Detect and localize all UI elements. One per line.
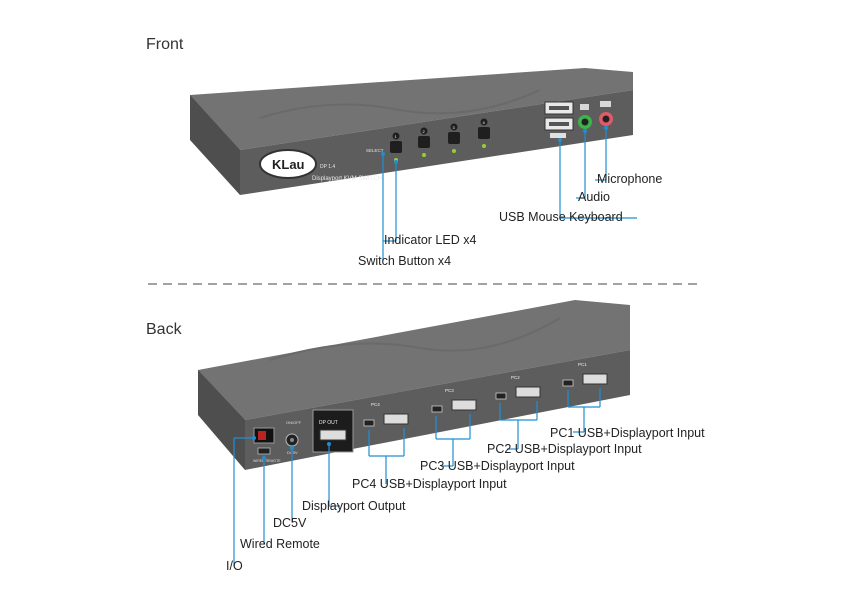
pc4-tag: PC4 [371,402,380,407]
pc3-tag: PC3 [445,388,454,393]
select-label: SELECT [366,148,384,153]
dp-out-port[interactable] [319,429,347,441]
power-switch-rocker [258,431,266,440]
pc4-port-group: PC4 [363,402,409,427]
switch-button-2[interactable]: 2 [418,127,430,158]
switch-button-4[interactable]: 4 [478,118,490,149]
brand-text: KLau [272,157,305,172]
wired-remote-label: WIRED REMOTE [253,459,281,463]
back-section-title: Back [146,321,182,338]
switch-button-text: Switch Button [358,254,435,268]
switch-button-3[interactable]: 3 [448,123,460,154]
back-device-left-side [198,370,245,470]
on-off-label: ON/OFF [286,420,302,425]
audio-jack[interactable] [578,104,592,129]
front-device-left-side [190,95,240,195]
front-device-top [190,68,633,150]
indicator-led-callout: Indicator LED x4 [384,233,476,247]
back-device-top [198,300,630,420]
pc3-callout: PC3 USB+Displayport Input [420,459,575,473]
switch-number-2: 2 [423,129,426,134]
switch-number-1: 1 [395,134,398,139]
device-small-label: DP 1.4 [320,164,335,170]
back-callout-lines [233,388,601,566]
pc1-callout: PC1 USB+Displayport Input [550,426,705,440]
usb-mouse-keyboard-callout: USB Mouse Keyboard [499,210,623,224]
pc4-callout: PC4 USB+Displayport Input [352,477,507,491]
indicator-led-3 [452,149,456,153]
brand-logo [259,149,317,179]
microphone-callout: Microphone [597,172,663,186]
microphone-jack[interactable] [599,101,613,126]
front-section-title: Front [146,36,184,53]
switch-number-4: 4 [483,120,486,125]
wired-remote-callout: Wired Remote [240,537,320,551]
dc5v-callout: DC5V [273,516,307,530]
pc2-dp-port[interactable] [515,386,541,398]
pc2-callout: PC2 USB+Displayport Input [487,442,642,456]
pc4-usb-port[interactable] [363,419,375,427]
dp-out-label: DP OUT [319,420,338,426]
device-label: Displayport KVM SWITCH [312,176,382,182]
indicator-led-text: Indicator LED [384,233,460,247]
front-usb-ports[interactable] [544,101,574,138]
switch-number-3: 3 [453,125,456,130]
dp-output-callout: Displayport Output [302,499,406,513]
switch-button-1[interactable]: 1 [390,132,402,163]
pc1-port-group: PC1 [562,362,608,387]
io-callout: I/O [226,559,243,573]
front-device-face [240,90,633,195]
pc1-tag: PC1 [578,362,587,367]
pc3-port-group: PC3 [431,388,477,413]
pc1-usb-port[interactable] [562,379,574,387]
pc3-dp-port[interactable] [451,399,477,411]
indicator-led-4 [482,144,486,148]
front-callout-lines [381,126,637,261]
pc2-usb-port[interactable] [495,392,507,400]
indicator-led-count: x4 [463,233,477,247]
wired-remote-port[interactable] [257,447,271,455]
indicator-led-2 [422,153,426,157]
front-device: KLau DP 1.4 Displayport KVM SWITCH SELEC… [190,68,633,195]
pc3-usb-port[interactable] [431,405,443,413]
back-device: WIRED REMOTE ON/OFF DC5V DP OUT PC4 PC3 … [198,300,630,470]
switch-button-count: x4 [437,254,452,268]
back-top-groove [269,317,561,361]
front-top-groove [259,89,541,119]
audio-callout: Audio [578,190,610,204]
pc2-port-group: PC2 [495,375,541,400]
pc2-tag: PC2 [511,375,520,380]
pc1-dp-port[interactable] [582,373,608,385]
pc4-dp-port[interactable] [383,413,409,425]
switch-button-callout: Switch Button x4 [358,254,451,268]
